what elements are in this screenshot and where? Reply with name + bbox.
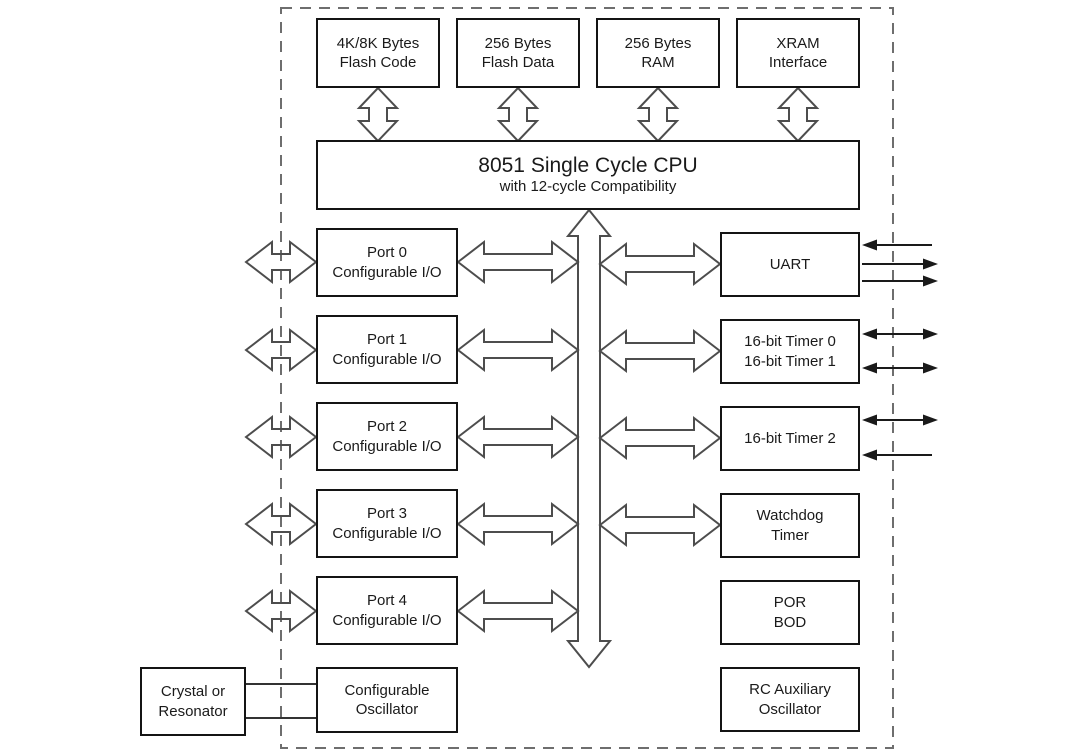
port0-label: Port 0 Configurable I/O: [332, 244, 442, 281]
timer2-label: 16-bit Timer 2: [744, 429, 836, 447]
rc-aux-oscillator-block: RC Auxiliary Oscillator: [720, 667, 860, 732]
flash-code-block: 4K/8K Bytes Flash Code: [316, 18, 440, 88]
uart-tx-arrow-2: [862, 275, 938, 287]
cpu-block: 8051 Single Cycle CPU with 12-cycle Comp…: [316, 140, 860, 210]
uart-tx-arrow-1: [862, 258, 938, 270]
configurable-oscillator-block: Configurable Oscillator: [316, 667, 458, 733]
port1-label: Port 1 Configurable I/O: [332, 331, 442, 368]
flash-code-cpu-arrow: [356, 86, 400, 143]
timer01-io-arrow-1: [862, 328, 938, 340]
timer01-block: 16-bit Timer 0 16-bit Timer 1: [720, 319, 860, 384]
timer2-io-arrow: [862, 414, 938, 426]
port1-block: Port 1 Configurable I/O: [316, 315, 458, 384]
port2-label: Port 2 Configurable I/O: [332, 418, 442, 455]
bus-timer2-arrow: [598, 415, 722, 461]
port1-bus-arrow: [456, 327, 580, 373]
bus-watchdog-arrow: [598, 502, 722, 548]
timer01-label: 16-bit Timer 0 16-bit Timer 1: [744, 333, 836, 370]
cpu-title: 8051 Single Cycle CPU: [478, 153, 698, 177]
port2-block: Port 2 Configurable I/O: [316, 402, 458, 471]
xram-interface-label: XRAM Interface: [768, 34, 828, 71]
xram-interface-block: XRAM Interface: [736, 18, 860, 88]
timer2-input-arrow: [862, 449, 932, 461]
ram-cpu-arrow: [636, 86, 680, 143]
crystal-resonator-label: Crystal or Resonator: [158, 683, 228, 720]
flash-data-block: 256 Bytes Flash Data: [456, 18, 580, 88]
uart-rx-arrow: [862, 239, 932, 251]
central-bus-arrow: [565, 208, 613, 669]
configurable-oscillator-label: Configurable Oscillator: [344, 681, 430, 718]
timer01-io-arrow-2: [862, 362, 938, 374]
port3-bus-arrow: [456, 501, 580, 547]
por-bod-label: POR BOD: [773, 594, 807, 631]
watchdog-timer-label: Watchdog Timer: [756, 507, 824, 544]
port0-block: Port 0 Configurable I/O: [316, 228, 458, 297]
uart-block: UART: [720, 232, 860, 297]
bus-uart-arrow: [598, 241, 722, 287]
flash-data-cpu-arrow: [496, 86, 540, 143]
por-bod-block: POR BOD: [720, 580, 860, 645]
port4-label: Port 4 Configurable I/O: [332, 592, 442, 629]
port3-block: Port 3 Configurable I/O: [316, 489, 458, 558]
rc-aux-oscillator-label: RC Auxiliary Oscillator: [749, 681, 831, 718]
port2-bus-arrow: [456, 414, 580, 460]
xram-cpu-arrow: [776, 86, 820, 143]
cpu-subtitle: with 12-cycle Compatibility: [499, 178, 677, 196]
ram-label: 256 Bytes RAM: [624, 34, 692, 71]
flash-code-label: 4K/8K Bytes Flash Code: [336, 34, 420, 71]
bus-timer01-arrow: [598, 328, 722, 374]
port4-block: Port 4 Configurable I/O: [316, 576, 458, 645]
flash-data-label: 256 Bytes Flash Data: [481, 34, 555, 71]
watchdog-timer-block: Watchdog Timer: [720, 493, 860, 558]
ram-block: 256 Bytes RAM: [596, 18, 720, 88]
port4-bus-arrow: [456, 588, 580, 634]
port0-bus-arrow: [456, 239, 580, 285]
timer2-block: 16-bit Timer 2: [720, 406, 860, 471]
port3-label: Port 3 Configurable I/O: [332, 505, 442, 542]
uart-label: UART: [769, 255, 811, 273]
chip-boundary-dashed-border: [280, 7, 894, 749]
crystal-resonator-block: Crystal or Resonator: [140, 667, 246, 736]
